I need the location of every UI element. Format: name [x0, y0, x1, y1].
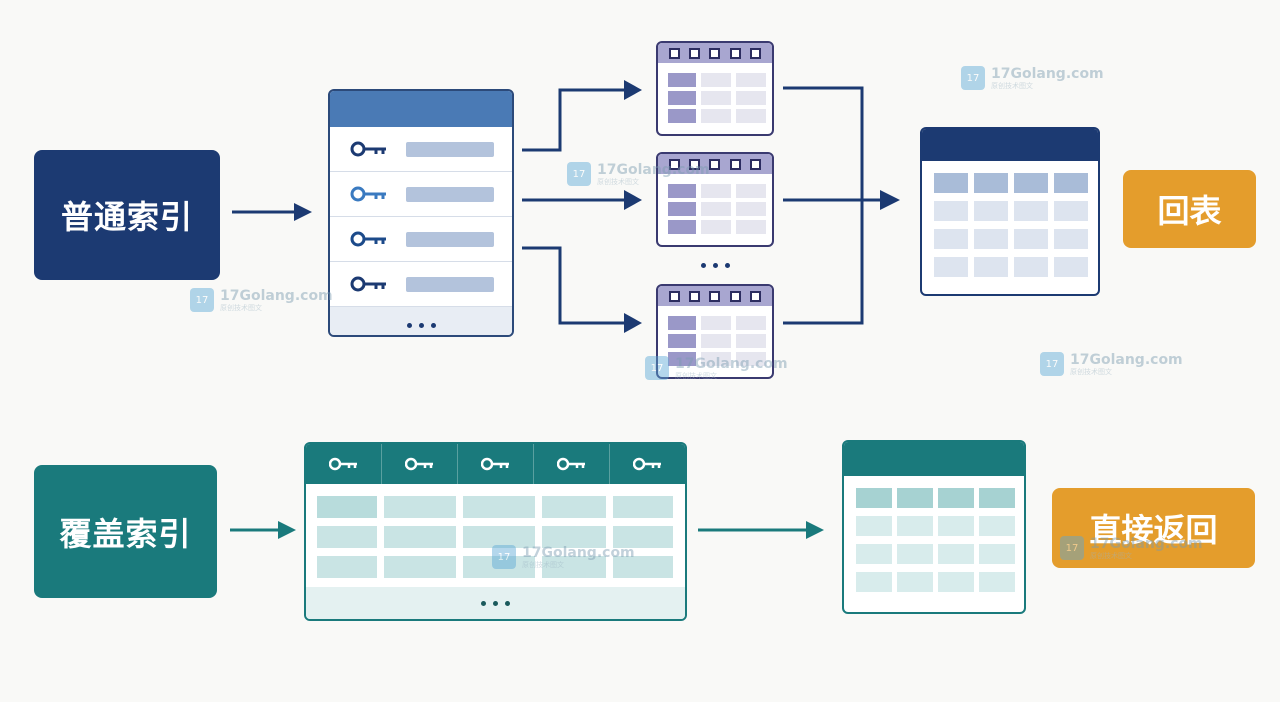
- table-header: [922, 129, 1098, 161]
- watermark-logo-icon: 17: [1060, 536, 1084, 560]
- covering-index-label: 覆盖索引: [34, 465, 217, 598]
- data-page: [656, 152, 774, 247]
- watermark-logo-icon: 17: [492, 545, 516, 569]
- index-value-bar: [406, 232, 494, 247]
- index-value-bar: [406, 142, 494, 157]
- merge-arrows: [783, 86, 900, 325]
- key-icon: [556, 457, 585, 471]
- data-page: [656, 284, 774, 379]
- key-icon: [350, 141, 386, 157]
- key-icon: [350, 186, 386, 202]
- secondary-index-structure: [328, 89, 514, 337]
- arrow-right-icon: [230, 521, 296, 539]
- watermark-logo-icon: 17: [645, 356, 669, 380]
- table-rows-result: [920, 127, 1100, 296]
- index-row: [330, 217, 512, 262]
- back-to-table-text: 回表: [1157, 192, 1222, 230]
- watermark-logo-icon: 17: [190, 288, 214, 312]
- back-to-table-label: 回表: [1123, 170, 1256, 248]
- index-value-bar: [406, 277, 494, 292]
- key-icon: [480, 457, 509, 471]
- direct-return-label: 直接返回: [1052, 488, 1255, 568]
- watermark-logo-icon: 17: [961, 66, 985, 90]
- key-icon: [632, 457, 661, 471]
- index-row: [330, 127, 512, 172]
- index-value-bar: [406, 187, 494, 202]
- data-pages-ellipsis: [690, 258, 740, 272]
- covering-index-structure: [304, 442, 687, 621]
- index-ellipsis: [330, 307, 512, 335]
- index-row: [330, 172, 512, 217]
- watermark-logo-icon: 17: [1040, 352, 1064, 376]
- key-icon: [404, 457, 433, 471]
- covering-index-header: [306, 444, 685, 484]
- direct-return-text: 直接返回: [1089, 511, 1218, 549]
- data-page: [656, 41, 774, 136]
- index-row: [330, 262, 512, 307]
- covering-index-text: 覆盖索引: [59, 514, 192, 553]
- data-page-header: [658, 43, 772, 63]
- covering-result-table: [842, 440, 1026, 614]
- table-header: [844, 442, 1024, 476]
- branch-arrows: [522, 80, 642, 333]
- data-page-header: [658, 154, 772, 174]
- arrow-right-icon: [698, 521, 824, 539]
- index-header: [330, 91, 512, 127]
- normal-index-label: 普通索引: [34, 150, 220, 280]
- key-icon: [350, 276, 386, 292]
- data-page-header: [658, 286, 772, 306]
- watermark-logo-icon: 17: [567, 162, 591, 186]
- key-icon: [350, 231, 386, 247]
- covering-index-ellipsis: [306, 587, 685, 619]
- normal-index-text: 普通索引: [60, 198, 193, 236]
- arrow-right-icon: [232, 203, 312, 221]
- key-icon: [328, 457, 357, 471]
